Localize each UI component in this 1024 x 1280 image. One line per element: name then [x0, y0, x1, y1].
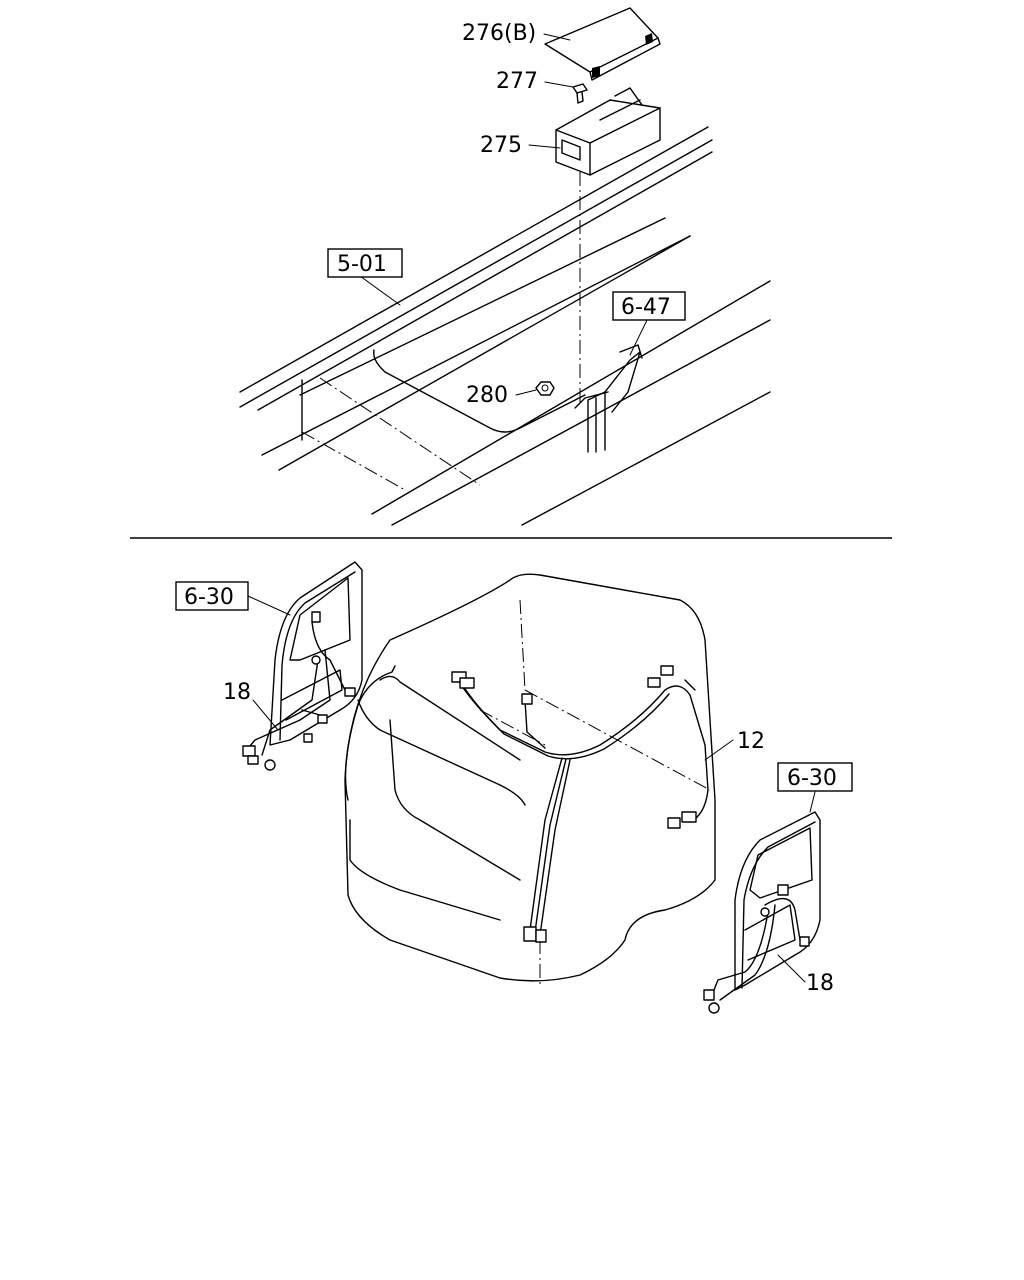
cab-body	[344, 573, 716, 985]
box-275	[555, 87, 661, 176]
door-right	[703, 811, 821, 1014]
label-275: 275	[480, 133, 522, 158]
label-277: 277	[496, 69, 538, 94]
label-5-01: 5-01	[337, 252, 387, 277]
label-box-6-30-left	[175, 581, 249, 611]
nut-280	[535, 381, 555, 396]
bolt-277	[572, 83, 588, 104]
mounting-bracket	[574, 344, 643, 453]
cab-roof-frame	[239, 126, 771, 526]
label-276b: 276(B)	[462, 21, 536, 46]
cover-276b	[544, 7, 661, 81]
label-280: 280	[466, 383, 508, 408]
label-6-30-right: 6-30	[787, 766, 837, 791]
label-6-47: 6-47	[621, 295, 671, 320]
label-box-5-01	[327, 248, 403, 278]
leaders-bottom	[247, 595, 816, 983]
label-box-6-30-right	[777, 762, 853, 792]
label-12: 12	[737, 729, 765, 754]
door-left	[242, 561, 363, 771]
label-18-right: 18	[806, 971, 834, 996]
label-6-30-left: 6-30	[184, 585, 234, 610]
leaders-top	[359, 33, 649, 396]
label-box-6-47	[612, 291, 686, 321]
harness-12	[451, 665, 709, 943]
label-18-left: 18	[223, 680, 251, 705]
